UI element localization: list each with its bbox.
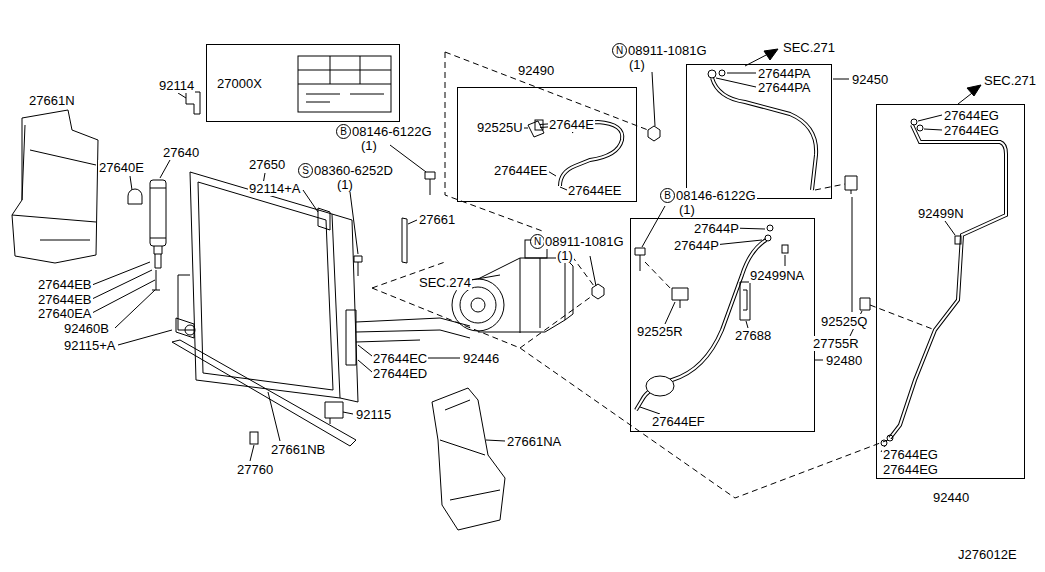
callout-number: (1) bbox=[628, 57, 646, 72]
part-group-frame: 92525U 27644E 27644EE 27644EE bbox=[457, 87, 637, 202]
part-number: 92499N bbox=[917, 206, 965, 221]
callout-number: 27640E bbox=[98, 160, 145, 175]
fastener-prefix: N bbox=[530, 234, 545, 249]
callout-number: 92450 bbox=[851, 72, 889, 87]
part-number: 92499NA bbox=[749, 268, 805, 283]
callout-number: 92525Q bbox=[820, 314, 868, 329]
callout-number: (1) bbox=[678, 202, 696, 217]
part-number: 27644EE bbox=[567, 183, 623, 198]
part-group-frame: 27644P 27644P 92499NA 92525R 27688 27644EF bbox=[630, 218, 815, 432]
callout-number: 92490 bbox=[517, 63, 555, 78]
part-number: 27644EE bbox=[493, 163, 549, 178]
callout-number: 92115 bbox=[355, 407, 392, 422]
callout-number: 27640EA bbox=[37, 306, 93, 321]
callout-number: 92440 bbox=[932, 490, 970, 505]
part-number: 27644EG bbox=[943, 123, 1000, 138]
callout-number: 27640 bbox=[162, 145, 200, 160]
part-number: 27688 bbox=[734, 328, 772, 343]
callout-number: J276012E bbox=[957, 547, 1018, 562]
part-group-frame: 27644PA27644PA bbox=[686, 64, 832, 199]
callout-number: 92114 bbox=[158, 78, 195, 93]
callout-number: 27755R bbox=[812, 336, 860, 351]
callout-number: 92114+A bbox=[248, 181, 301, 196]
callout-number: 27661N bbox=[28, 93, 76, 108]
fastener-prefix: B bbox=[336, 124, 351, 139]
fastener-prefix: N bbox=[612, 43, 627, 58]
callout-number: 92115+A bbox=[63, 338, 116, 353]
callout-number: 08146-6122G bbox=[675, 188, 757, 203]
callout-number: SEC.271 bbox=[782, 40, 836, 55]
part-number: 92525U bbox=[476, 120, 524, 135]
part-number: 92525R bbox=[636, 324, 684, 339]
part-number: 27644E bbox=[548, 117, 595, 132]
part-number: 27644PA bbox=[757, 80, 812, 95]
callout-number: 27644ED bbox=[372, 366, 428, 381]
part-number: 27000X bbox=[216, 76, 263, 91]
label-frame: 27000X bbox=[206, 44, 400, 122]
callout-number: 27644EC bbox=[372, 351, 428, 366]
callout-number: SEC.274 bbox=[418, 275, 472, 290]
callout-number: (1) bbox=[360, 138, 378, 153]
part-number: 27644P bbox=[693, 221, 740, 236]
callout-number: 08911-1081G bbox=[544, 234, 625, 249]
callout-number: 27760 bbox=[236, 462, 274, 477]
callout-number: 92446 bbox=[462, 351, 500, 366]
fastener-prefix: S bbox=[298, 163, 313, 178]
callout-number: SEC.271 bbox=[983, 73, 1037, 88]
callout-number: 27661 bbox=[418, 212, 456, 227]
part-number: 27644EG bbox=[882, 462, 939, 477]
callout-number: 08360-6252D bbox=[313, 163, 394, 178]
part-number: 27644EG bbox=[882, 447, 939, 462]
callout-number: 27650 bbox=[248, 157, 286, 172]
fastener-prefix: B bbox=[660, 188, 675, 203]
part-number: 27644EG bbox=[943, 108, 1000, 123]
callout-number: 27644EB bbox=[37, 277, 93, 292]
callout-number: 08146-6122G bbox=[351, 124, 433, 139]
callout-number: (1) bbox=[336, 177, 354, 192]
callout-number: 27644EB bbox=[37, 292, 93, 307]
callout-number: 92460B bbox=[63, 321, 110, 336]
callout-number: 08911-1081G bbox=[627, 43, 708, 58]
callout-number: 27661NA bbox=[506, 434, 562, 449]
part-number: 27644P bbox=[673, 238, 720, 253]
callout-number: 92480 bbox=[825, 353, 863, 368]
part-number: 27644PA bbox=[757, 66, 812, 81]
callout-number: (1) bbox=[556, 248, 574, 263]
part-group-frame: 27644EG27644EG92499N27644EG27644EG bbox=[876, 104, 1025, 479]
part-number: 27644EF bbox=[651, 414, 706, 429]
callout-number: 27661NB bbox=[270, 442, 326, 457]
